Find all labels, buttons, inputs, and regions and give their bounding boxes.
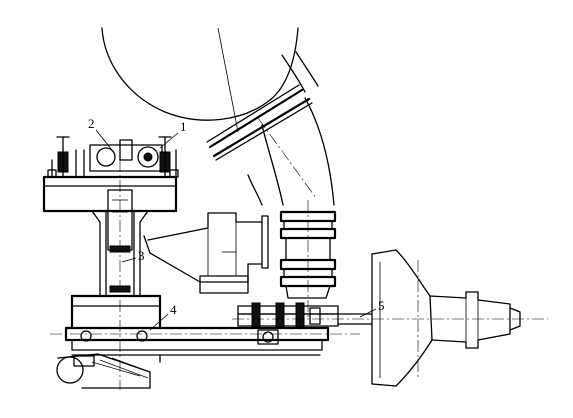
cone-housing	[371, 249, 521, 387]
feed-spout	[143, 212, 269, 294]
expansion-joint	[279, 200, 337, 318]
horizontal-rail	[50, 326, 360, 363]
drive-shaft	[232, 302, 548, 328]
part-label-1: 1	[180, 119, 187, 134]
lower-lever	[56, 353, 151, 389]
part-label-5: 5	[378, 298, 385, 313]
chute-pipe	[206, 51, 335, 206]
vessel-circle	[101, 27, 299, 133]
part-label-2: 2	[88, 116, 95, 131]
part-label-4: 4	[170, 302, 177, 317]
vertical-column	[91, 140, 149, 390]
drive-head	[42, 136, 179, 213]
part-label-3: 3	[138, 248, 145, 263]
leader-lines	[95, 129, 377, 331]
